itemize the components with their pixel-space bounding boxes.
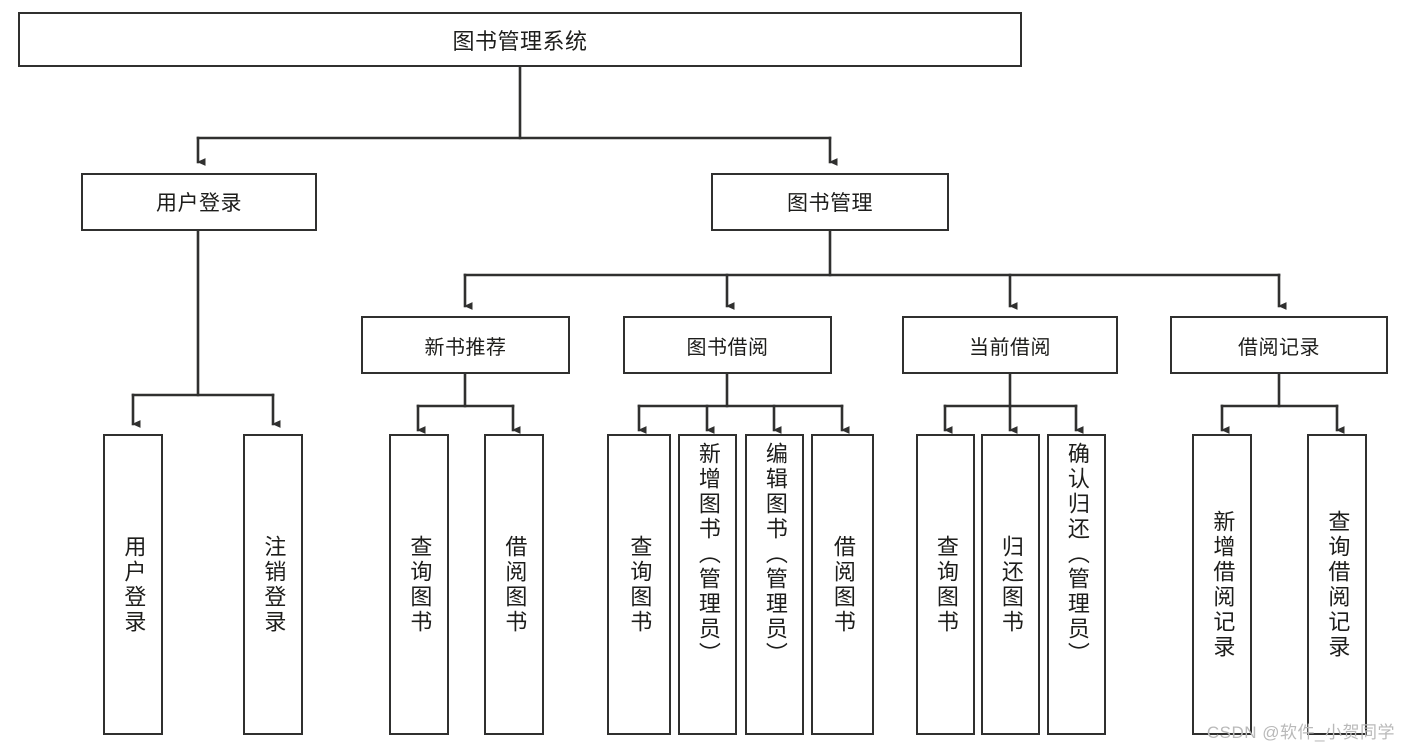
node-leaf-current-confirm-return-admin-label: 确认归还（管理员） [1064,442,1090,667]
node-leaf-borrow-borrow-book[interactable]: 借阅图书 [811,434,874,735]
node-group-current-borrow[interactable]: 当前借阅 [902,316,1118,374]
node-leaf-recommend-borrow-book[interactable]: 借阅图书 [484,434,544,735]
node-leaf-current-query-book[interactable]: 查询图书 [916,434,975,735]
node-branch-book-management[interactable]: 图书管理 [711,173,949,231]
node-leaf-recommend-borrow-book-label: 借阅图书 [502,534,528,635]
node-leaf-current-return-book[interactable]: 归还图书 [981,434,1040,735]
node-root-system-label: 图书管理系统 [452,28,588,54]
node-branch-user-login[interactable]: 用户登录 [81,173,317,231]
node-leaf-user-logout-label: 注销登录 [261,534,287,635]
node-group-book-borrow-label: 图书借阅 [686,336,769,359]
node-leaf-current-return-book-label: 归还图书 [998,534,1024,635]
node-leaf-borrow-query-book[interactable]: 查询图书 [607,434,671,735]
node-group-borrow-record-label: 借阅记录 [1238,336,1320,359]
node-group-borrow-record[interactable]: 借阅记录 [1170,316,1388,374]
node-leaf-borrow-add-book-admin-label: 新增图书（管理员） [695,442,721,667]
node-leaf-user-login-label: 用户登录 [121,534,147,635]
node-leaf-record-add-record[interactable]: 新增借阅记录 [1192,434,1252,735]
node-leaf-borrow-add-book-admin[interactable]: 新增图书（管理员） [678,434,737,735]
node-leaf-borrow-edit-book-admin[interactable]: 编辑图书（管理员） [745,434,804,735]
node-branch-user-login-label: 用户登录 [156,192,242,215]
node-leaf-record-query-record[interactable]: 查询借阅记录 [1307,434,1367,735]
node-leaf-borrow-query-book-label: 查询图书 [627,534,653,635]
node-group-new-book-recommend-label: 新书推荐 [424,336,507,359]
node-leaf-recommend-query-book[interactable]: 查询图书 [389,434,449,735]
csdn-watermark: CSDN @软件_小贺同学 [1206,723,1395,742]
node-leaf-current-query-book-label: 查询图书 [933,534,959,635]
node-leaf-record-query-record-label: 查询借阅记录 [1325,509,1351,660]
node-leaf-borrow-edit-book-admin-label: 编辑图书（管理员） [762,442,788,667]
node-leaf-borrow-borrow-book-label: 借阅图书 [830,534,856,635]
node-group-new-book-recommend[interactable]: 新书推荐 [361,316,570,374]
node-leaf-recommend-query-book-label: 查询图书 [407,534,433,635]
node-group-current-borrow-label: 当前借阅 [969,336,1051,359]
node-group-book-borrow[interactable]: 图书借阅 [623,316,832,374]
node-leaf-user-logout[interactable]: 注销登录 [243,434,303,735]
node-branch-book-management-label: 图书管理 [787,192,873,215]
node-leaf-record-add-record-label: 新增借阅记录 [1210,509,1236,660]
node-leaf-user-login[interactable]: 用户登录 [103,434,163,735]
node-leaf-current-confirm-return-admin[interactable]: 确认归还（管理员） [1047,434,1106,735]
node-root-system[interactable]: 图书管理系统 [18,12,1022,67]
